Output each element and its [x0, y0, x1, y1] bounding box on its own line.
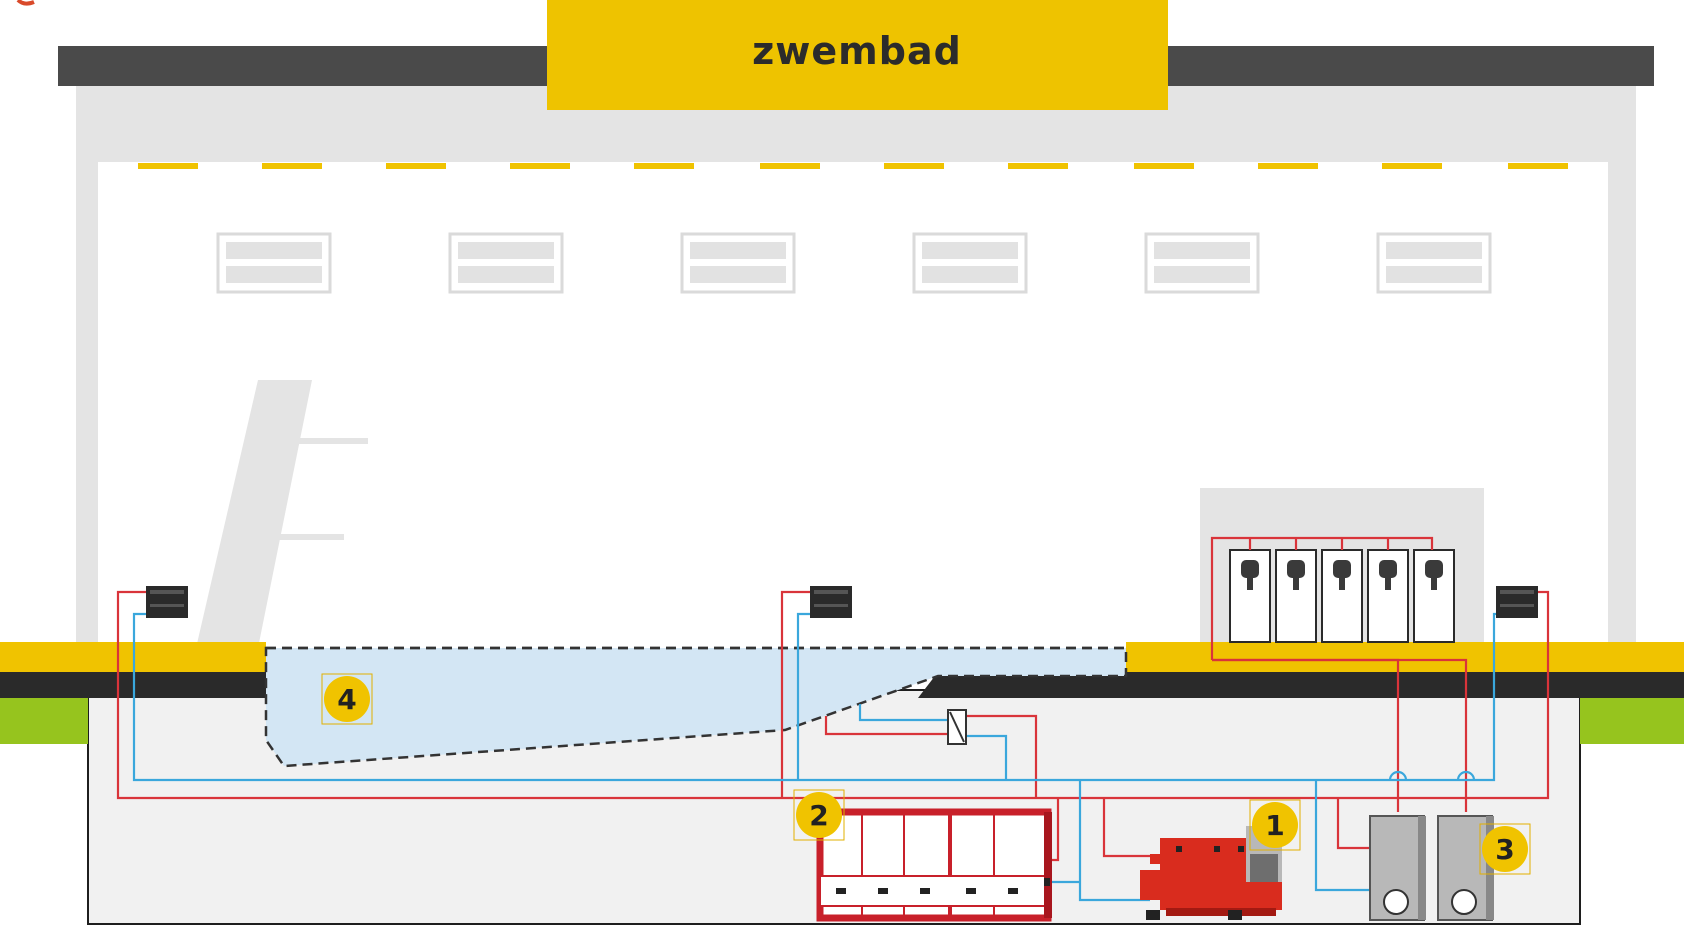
floor-slab-right	[918, 672, 1684, 698]
marker-badge-1: 1	[1249, 799, 1301, 851]
ventilation-grille	[1144, 232, 1260, 294]
pool-water	[264, 646, 1128, 768]
diving-board	[196, 380, 368, 648]
ground-right	[1580, 694, 1684, 744]
ventilation-grille	[448, 232, 564, 294]
shower-cabin-icon	[1413, 549, 1455, 643]
marker-badge-4: 4	[321, 673, 373, 725]
ventilation-grille	[912, 232, 1028, 294]
ceiling-lights	[138, 163, 1568, 169]
convector-heater	[1496, 586, 1538, 618]
boiler-icon	[1140, 826, 1282, 920]
radiator-icon	[816, 808, 1052, 922]
storage-tank-icon	[1437, 815, 1494, 921]
shower-cabin-icon	[1367, 549, 1409, 643]
roof-sign-label: zwembad	[752, 29, 962, 73]
convector-heater	[146, 586, 188, 618]
shower-cabin-icon	[1229, 549, 1271, 643]
corner-mark	[16, 0, 35, 6]
ventilation-grille	[1376, 232, 1492, 294]
marker-label-2: 2	[809, 799, 828, 832]
shower-cabin-icon	[1321, 549, 1363, 643]
ventilation-grille	[680, 232, 796, 294]
pool-deck-right	[1126, 642, 1684, 672]
roof-sign	[547, 0, 1168, 110]
heat-exchanger-icon	[947, 709, 967, 745]
marker-badge-2: 2	[793, 789, 845, 841]
storage-tank-icon	[1369, 815, 1426, 921]
shower-cabin-icon	[1275, 549, 1317, 643]
ground-left	[0, 694, 88, 744]
convector-heater	[810, 586, 852, 618]
ventilation-grille	[216, 232, 332, 294]
marker-label-3: 3	[1495, 833, 1514, 866]
marker-label-1: 1	[1265, 809, 1284, 842]
marker-label-4: 4	[337, 683, 356, 716]
marker-badge-3: 3	[1479, 823, 1531, 875]
